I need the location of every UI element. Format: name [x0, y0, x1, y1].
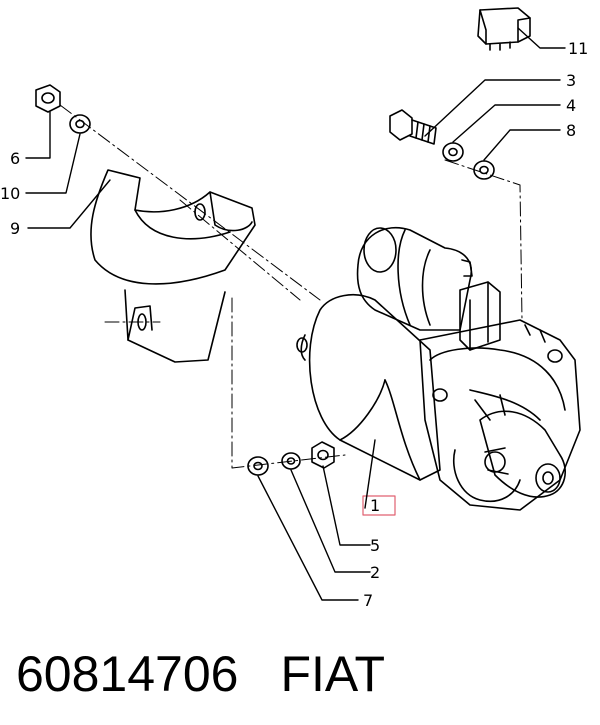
- bolt-part: [389, 109, 437, 145]
- highlight-box: [362, 495, 396, 516]
- callout-7: 7: [363, 591, 373, 610]
- leader-lines: [25, 27, 566, 601]
- brand-name: FIAT: [280, 646, 386, 702]
- bracket-part: [90, 169, 256, 363]
- washer-part: [69, 114, 91, 134]
- callout-2: 2: [370, 563, 380, 582]
- callout-11: 11: [568, 39, 588, 58]
- callout-3: 3: [566, 71, 576, 90]
- relay-part: [477, 7, 531, 51]
- callout-8: 8: [566, 121, 576, 140]
- callout-5: 5: [370, 536, 380, 555]
- lower-nut-part: [311, 441, 335, 469]
- nut-part: [35, 84, 61, 113]
- callout-9: 9: [10, 219, 20, 238]
- callout-1: 1: [370, 496, 380, 515]
- starter-motor-part: [296, 226, 581, 511]
- parts-diagram: 1 2 3 4 5 6 7 8 9 10 11: [0, 7, 588, 610]
- lower-spring-washer-part: [281, 452, 301, 470]
- flat-washer-part: [473, 160, 495, 180]
- part-number: 60814706: [16, 646, 239, 702]
- assembly-axis-lines: [59, 104, 523, 469]
- callout-6: 6: [10, 149, 20, 168]
- part-caption: 60814706 FIAT: [16, 634, 385, 714]
- callout-10: 10: [0, 184, 20, 203]
- spring-washer-part: [442, 142, 464, 162]
- callout-4: 4: [566, 96, 576, 115]
- lower-washer-part: [247, 456, 269, 476]
